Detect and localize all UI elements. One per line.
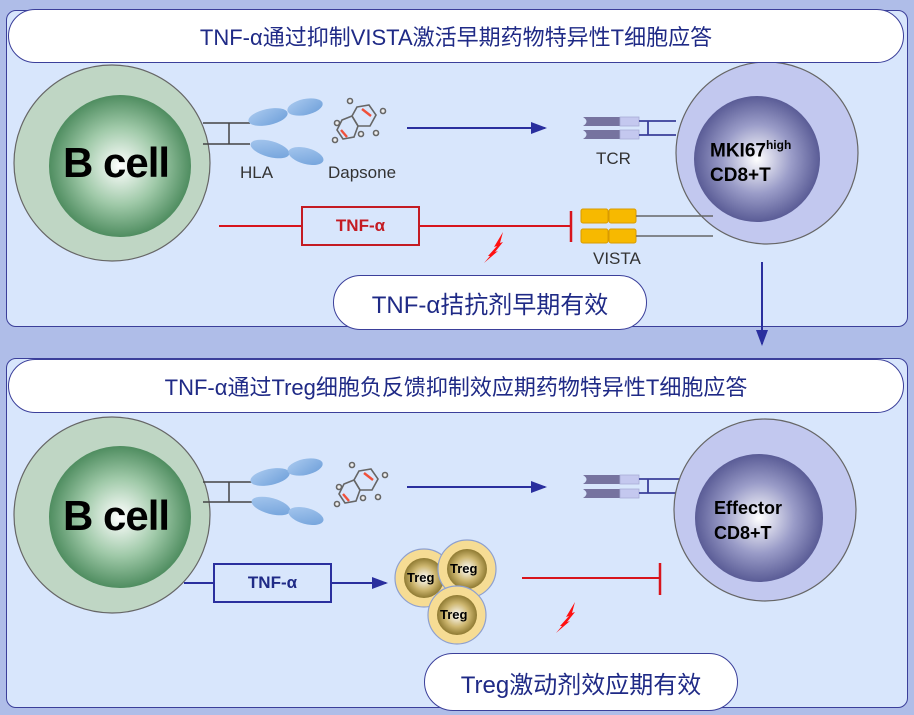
title-banner-top: TNF-α通过抑制VISTA激活早期药物特异性T细胞应答 xyxy=(8,9,904,63)
cd8-label-bottom: CD8+T xyxy=(714,523,772,543)
t-cell-bottom xyxy=(673,418,857,602)
t-cell-top xyxy=(675,61,859,245)
treg-cluster xyxy=(394,539,497,645)
conclusion-bottom: Treg激动剂效应期有效 xyxy=(460,671,702,699)
t-cell-label-top: MKI67high CD8+T xyxy=(710,133,791,188)
b-cell-bottom xyxy=(13,416,211,614)
tcr-icon-bottom xyxy=(583,474,680,499)
cd8-label-top: CD8+T xyxy=(710,165,771,187)
effector-label: Effector xyxy=(714,498,783,518)
b-cell-label-top: B cell xyxy=(63,139,170,186)
tnf-box-bottom: TNF-α xyxy=(247,573,298,592)
b-cell-top xyxy=(13,64,211,262)
treg-label-3: Treg xyxy=(440,607,468,622)
conclusion-pill-bottom: Treg激动剂效应期有效 xyxy=(424,653,738,711)
conclusion-top: TNF-α拮抗剂早期有效 xyxy=(371,292,609,319)
tcr-label: TCR xyxy=(596,149,631,168)
vista-label: VISTA xyxy=(593,249,641,268)
hla-label: HLA xyxy=(240,163,274,182)
t-cell-label-bottom: Effector CD8+T xyxy=(714,496,782,546)
tnf-box-top: TNF-α xyxy=(335,216,386,235)
tcr-icon-top xyxy=(583,116,676,140)
dapsone-label: Dapsone xyxy=(328,163,397,182)
conclusion-pill-top: TNF-α拮抗剂早期有效 xyxy=(333,275,647,330)
lightning-icon-top xyxy=(484,232,503,263)
title-top: TNF-α通过抑制VISTA激活早期药物特异性T细胞应答 xyxy=(199,25,713,50)
b-cell-label-bottom: B cell xyxy=(63,492,170,539)
dapsone-molecule-icon-bottom xyxy=(333,461,389,508)
tnf-activation-line-bottom xyxy=(184,563,388,603)
title-bottom: TNF-α通过Treg细胞负反馈抑制效应期药物特异性T细胞应答 xyxy=(164,375,748,400)
treg-label-1: Treg xyxy=(407,570,435,585)
tnf-inhibition-line-top xyxy=(219,206,573,246)
treg-inhibition-line xyxy=(522,563,662,595)
hla-icon-bottom xyxy=(203,458,324,526)
mki67-superscript: high xyxy=(765,138,792,152)
treg-label-2: Treg xyxy=(450,561,478,576)
hla-icon-top xyxy=(203,98,324,166)
dapsone-molecule-icon-top xyxy=(331,97,387,144)
lightning-icon-bottom xyxy=(556,602,575,633)
title-banner-bottom: TNF-α通过Treg细胞负反馈抑制效应期药物特异性T细胞应答 xyxy=(8,359,904,413)
mki67-label: MKI67 xyxy=(710,140,766,162)
vista-receptor-icon xyxy=(580,208,713,244)
